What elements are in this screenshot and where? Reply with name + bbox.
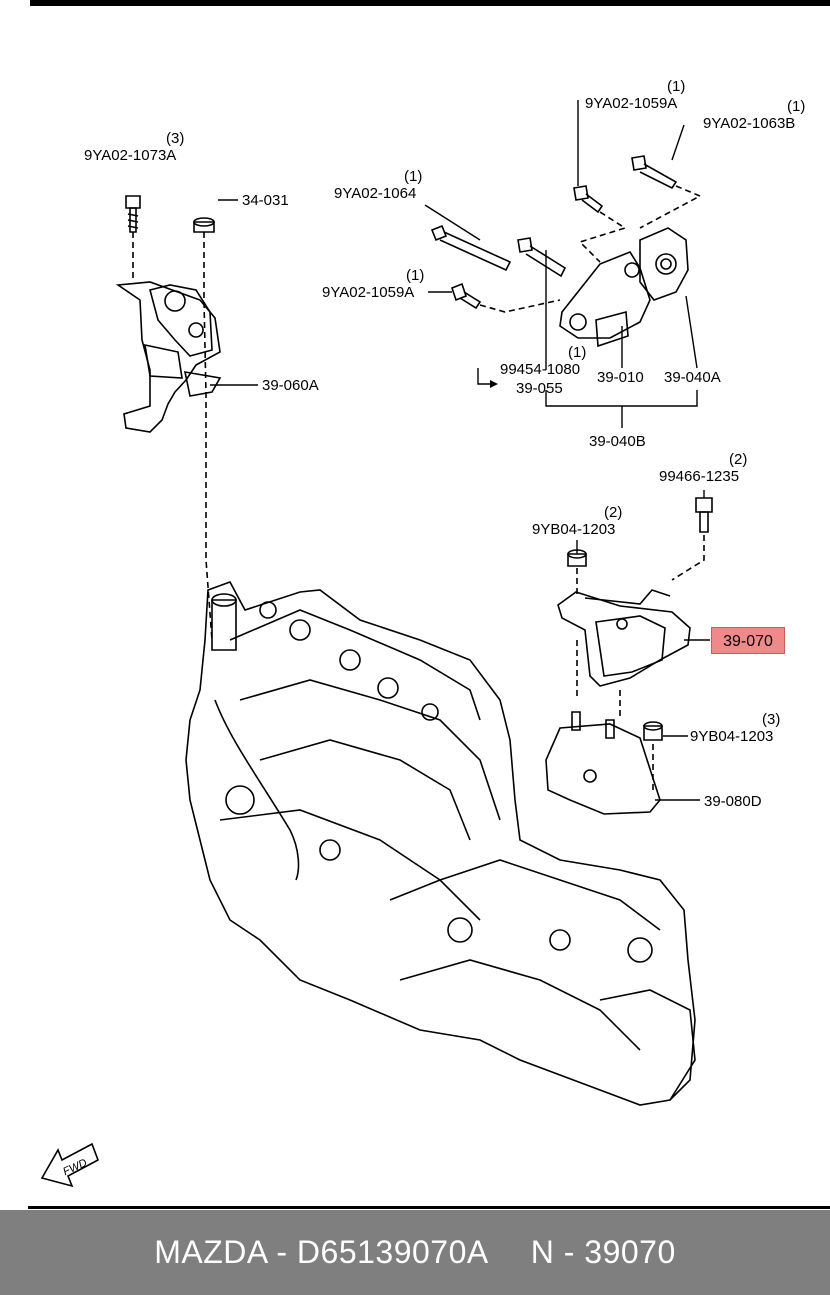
label-39-055: 39-055 (516, 380, 563, 397)
label-34-031: 34-031 (242, 192, 289, 209)
bolt-9ya02-1064-icon (430, 224, 512, 272)
bolt-99454-1080-icon (517, 237, 567, 278)
fwd-label: FWD (61, 1157, 89, 1178)
bolt-9ya02-1059a-top-icon (573, 185, 604, 214)
label-39-040a: 39-040A (664, 369, 721, 386)
mount-39-070 (557, 589, 691, 687)
label-9ya02-1064: (1) 9YA02-1064 (334, 168, 423, 202)
label-99454-1080: (1) 99454-1080 (500, 344, 587, 378)
bolt-9ya02-1059a-left-icon (451, 282, 482, 310)
label-39-070-highlighted[interactable]: 39-070 (711, 627, 785, 654)
nut-34-031-icon (193, 217, 215, 233)
top-border (30, 0, 830, 6)
bracket-39-080d (545, 711, 661, 815)
label-9yb04-1203-upper: (2) 9YB04-1203 (532, 504, 623, 538)
fwd-arrow-icon (40, 1142, 99, 1188)
footer-reference: N - 39070 (530, 1234, 676, 1270)
label-9ya02-1059a-left: (1) 9YA02-1059A (322, 267, 425, 301)
bolt-9ya02-1073a-icon (125, 195, 141, 233)
label-99466-1235: (2) 99466-1235 (659, 451, 748, 485)
label-9ya02-1073a: (3) 9YA02-1073A (84, 130, 185, 164)
footer-divider (28, 1206, 830, 1209)
label-39-040b: 39-040B (589, 433, 646, 450)
label-39-010: 39-010 (597, 369, 644, 386)
label-9yb04-1203-lower: (3) 9YB04-1203 (690, 711, 781, 745)
bolt-99466-1235-icon (695, 497, 713, 533)
nut-9yb04-1203-lower-icon (643, 721, 663, 741)
label-9ya02-1063b: (1) 9YA02-1063B (703, 98, 806, 132)
bolt-9ya02-1063b-icon (631, 155, 678, 190)
mount-bracket-left (115, 281, 222, 433)
engine-block (185, 581, 696, 1106)
mount-assembly-upper-right (559, 227, 689, 348)
footer-part-number: MAZDA - D65139070A (154, 1234, 489, 1270)
label-39-060a: 39-060A (262, 377, 319, 394)
footer-bar: MAZDA - D65139070A N - 39070 (0, 1210, 830, 1295)
engine-mount-diagram: FWD (40, 100, 713, 1188)
label-9ya02-1059a-top: (1) 9YA02-1059A (585, 78, 686, 112)
label-39-080d: 39-080D (704, 793, 762, 810)
